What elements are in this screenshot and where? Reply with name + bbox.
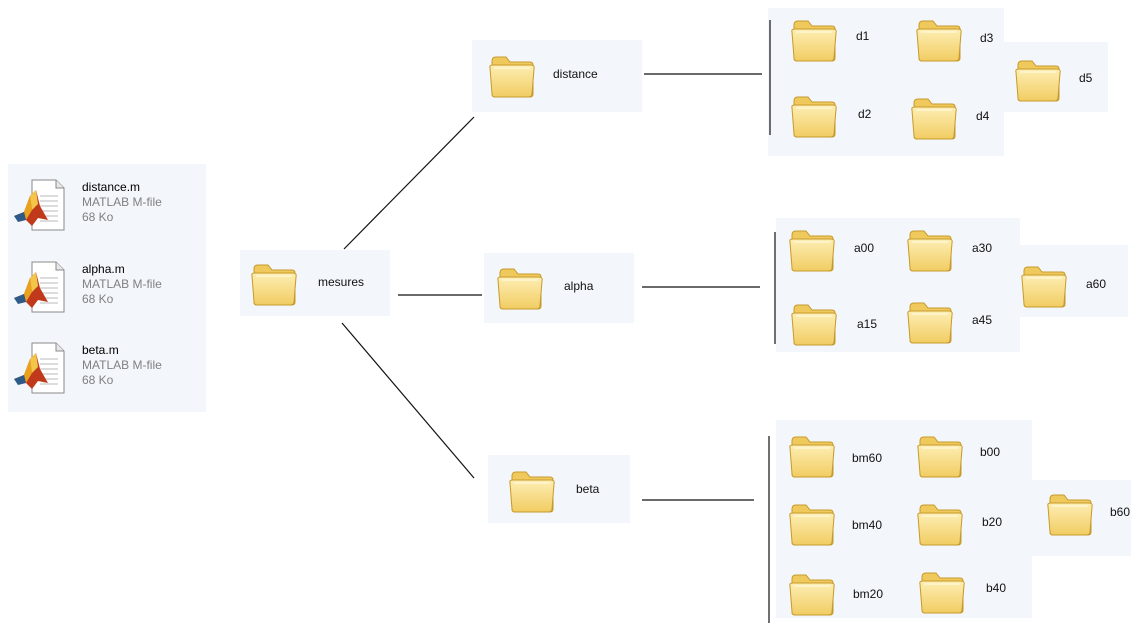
folder-label: bm20 <box>853 587 884 601</box>
folder-label: b20 <box>982 515 1003 529</box>
file-name: alpha.m <box>82 262 125 276</box>
folder-d1[interactable]: d1 <box>788 12 898 66</box>
folder-bm40[interactable]: bm40 <box>786 496 906 550</box>
folder-b20[interactable]: b20 <box>914 496 1014 550</box>
folder-d4[interactable]: d4 <box>908 90 1008 144</box>
file-size: 68 Ko <box>82 373 114 387</box>
folder-icon <box>916 566 968 616</box>
folder-icon <box>913 14 965 64</box>
folder-label: d2 <box>858 107 872 121</box>
folder-label: a60 <box>1086 277 1107 291</box>
folder-alpha[interactable]: alpha <box>494 260 624 314</box>
folder-label: b60 <box>1110 505 1131 519</box>
matlab-m-file-icon <box>10 176 70 236</box>
folder-icon <box>486 50 538 100</box>
folder-a30[interactable]: a30 <box>904 222 1014 276</box>
folder-icon <box>786 224 838 274</box>
folder-icon <box>788 298 840 348</box>
file-item-beta-m[interactable]: beta.m MATLAB M-file 68 Ko <box>10 333 200 403</box>
folder-icon <box>1018 260 1070 310</box>
folder-icon <box>788 14 840 64</box>
file-item-distance-m[interactable]: distance.m MATLAB M-file 68 Ko <box>10 170 200 240</box>
matlab-m-file-icon <box>10 339 70 399</box>
folder-label: mesures <box>318 275 365 289</box>
file-type: MATLAB M-file <box>82 195 162 209</box>
folder-a00[interactable]: a00 <box>786 222 896 276</box>
file-name: beta.m <box>82 343 119 357</box>
folder-icon <box>904 224 956 274</box>
folder-a60[interactable]: a60 <box>1018 258 1123 312</box>
folder-label: d5 <box>1079 71 1093 85</box>
folder-icon <box>494 262 546 312</box>
folder-icon <box>786 568 838 618</box>
folder-label: bm60 <box>852 451 883 465</box>
folder-a15[interactable]: a15 <box>788 296 898 350</box>
folder-label: alpha <box>564 279 594 293</box>
folder-icon <box>914 430 966 480</box>
folder-label: a45 <box>972 313 993 327</box>
folder-icon <box>908 92 960 142</box>
folder-icon <box>914 498 966 548</box>
folder-label: bm40 <box>852 518 883 532</box>
folder-icon <box>1012 54 1064 104</box>
matlab-m-file-icon <box>10 258 70 318</box>
file-type: MATLAB M-file <box>82 277 162 291</box>
folder-icon <box>506 465 558 515</box>
folder-label: d1 <box>856 29 870 43</box>
folder-label: b00 <box>980 445 1001 459</box>
folder-label: a15 <box>857 317 878 331</box>
file-name: distance.m <box>82 180 141 194</box>
folder-icon <box>786 498 838 548</box>
folder-label: d3 <box>980 31 994 45</box>
folder-icon <box>788 90 840 140</box>
folder-icon <box>248 258 300 308</box>
folder-b40[interactable]: b40 <box>916 564 1016 618</box>
folder-icon <box>786 430 838 480</box>
file-type: MATLAB M-file <box>82 358 162 372</box>
folder-d2[interactable]: d2 <box>788 88 898 142</box>
file-size: 68 Ko <box>82 292 114 306</box>
folder-label: a30 <box>972 241 993 255</box>
connector-root-distance <box>343 116 475 250</box>
folder-d5[interactable]: d5 <box>1012 52 1112 106</box>
folder-mesures[interactable]: mesures <box>248 256 388 310</box>
folder-label: beta <box>576 482 600 496</box>
folder-label: a00 <box>854 241 875 255</box>
file-size: 68 Ko <box>82 210 114 224</box>
folder-d3[interactable]: d3 <box>913 12 1013 66</box>
folder-b00[interactable]: b00 <box>914 428 1014 482</box>
folder-bm60[interactable]: bm60 <box>786 428 906 482</box>
folder-label: distance <box>553 67 598 81</box>
connector-root-beta <box>341 322 475 479</box>
file-item-alpha-m[interactable]: alpha.m MATLAB M-file 68 Ko <box>10 252 200 322</box>
folder-beta[interactable]: beta <box>506 463 626 517</box>
folder-label: d4 <box>976 109 990 123</box>
folder-icon <box>904 296 956 346</box>
folder-icon <box>1044 488 1096 538</box>
folder-label: b40 <box>986 581 1007 595</box>
folder-bm20[interactable]: bm20 <box>786 566 906 620</box>
folder-a45[interactable]: a45 <box>904 294 1014 348</box>
folder-distance[interactable]: distance <box>486 48 636 102</box>
folder-b60[interactable]: b60 <box>1044 486 1131 540</box>
